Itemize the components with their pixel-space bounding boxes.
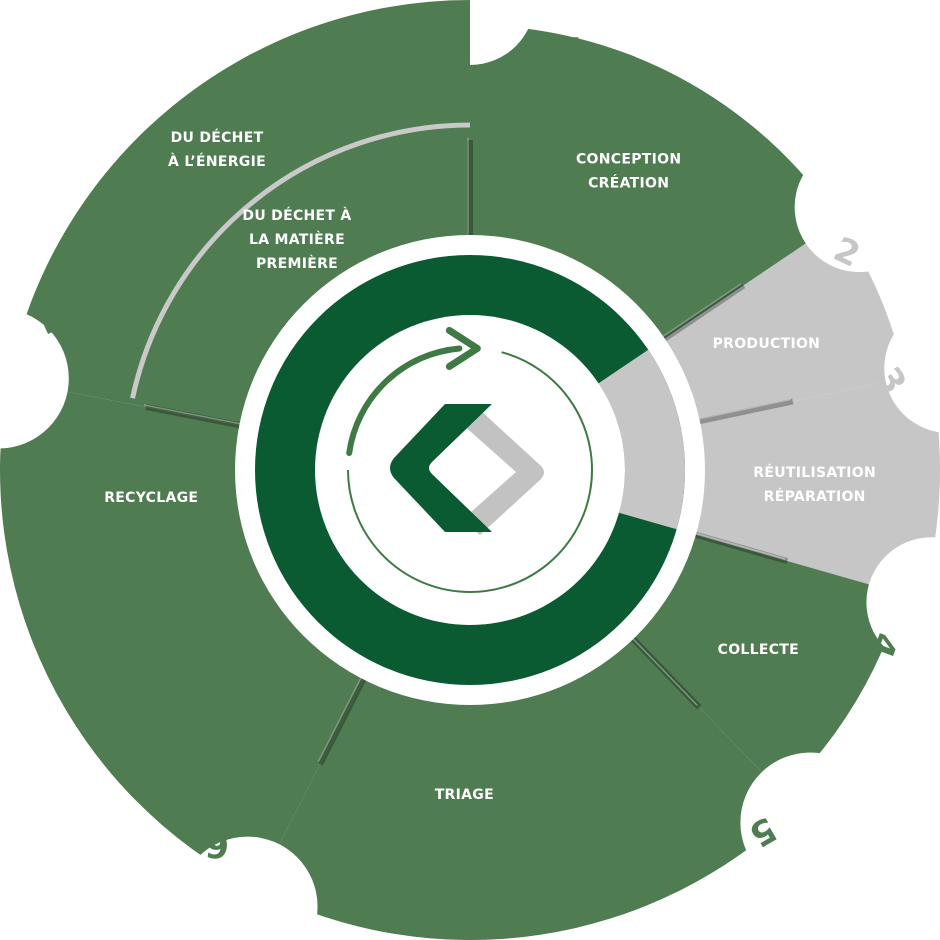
segment-valorisation	[8, 0, 470, 435]
notch-recyclage	[177, 836, 318, 940]
label-conception-line-1: CONCEPTION	[576, 152, 681, 168]
segment-collecte	[598, 520, 903, 794]
segment-recyclage	[0, 380, 387, 889]
notch-triage	[740, 752, 881, 893]
label-reutilisation-line-2: RÉPARATION	[764, 488, 866, 505]
label-valorisation-outer-line-2: À L’ÉNERGIE	[168, 153, 266, 170]
step-number-recyclage: 6	[204, 824, 231, 866]
label-triage-line-1: TRIAGE	[435, 787, 494, 803]
label-valorisation-inner-line-2: LA MATIÈRE	[249, 231, 345, 248]
label-valorisation-inner-line-3: PREMIÈRE	[256, 255, 338, 272]
label-recyclage-line-1: RECYCLAGE	[104, 490, 198, 506]
notch-valorisation	[0, 308, 69, 449]
center-hub	[235, 235, 705, 705]
label-reutilisation-line-1: RÉUTILISATION	[753, 464, 876, 481]
label-collecte-line-1: COLLECTE	[718, 642, 799, 658]
label-production-line-1: PRODUCTION	[713, 336, 821, 352]
label-valorisation-inner-line-1: DU DÉCHET À	[242, 207, 351, 224]
cycle-arrow-icon	[346, 326, 593, 593]
label-conception-line-2: CRÉATION	[588, 175, 669, 192]
notch-production	[794, 142, 925, 273]
label-valorisation-outer-line-1: DU DÉCHET	[171, 129, 264, 146]
segment-production	[623, 221, 906, 432]
step-number-conception: 1	[563, 31, 587, 71]
hub-ring-gray-sector	[598, 349, 685, 530]
segment-reutilisation	[647, 372, 940, 600]
notch-reutilisation	[884, 303, 940, 433]
labels-layer: 1CONCEPTIONCRÉATION2PRODUCTION3RÉUTILISA…	[33, 31, 913, 866]
notch-collecte	[866, 537, 940, 668]
circular-economy-chevron-icon	[390, 404, 544, 535]
hub-inner-disc	[315, 315, 625, 625]
valorisation-split-arc	[130, 122, 471, 399]
